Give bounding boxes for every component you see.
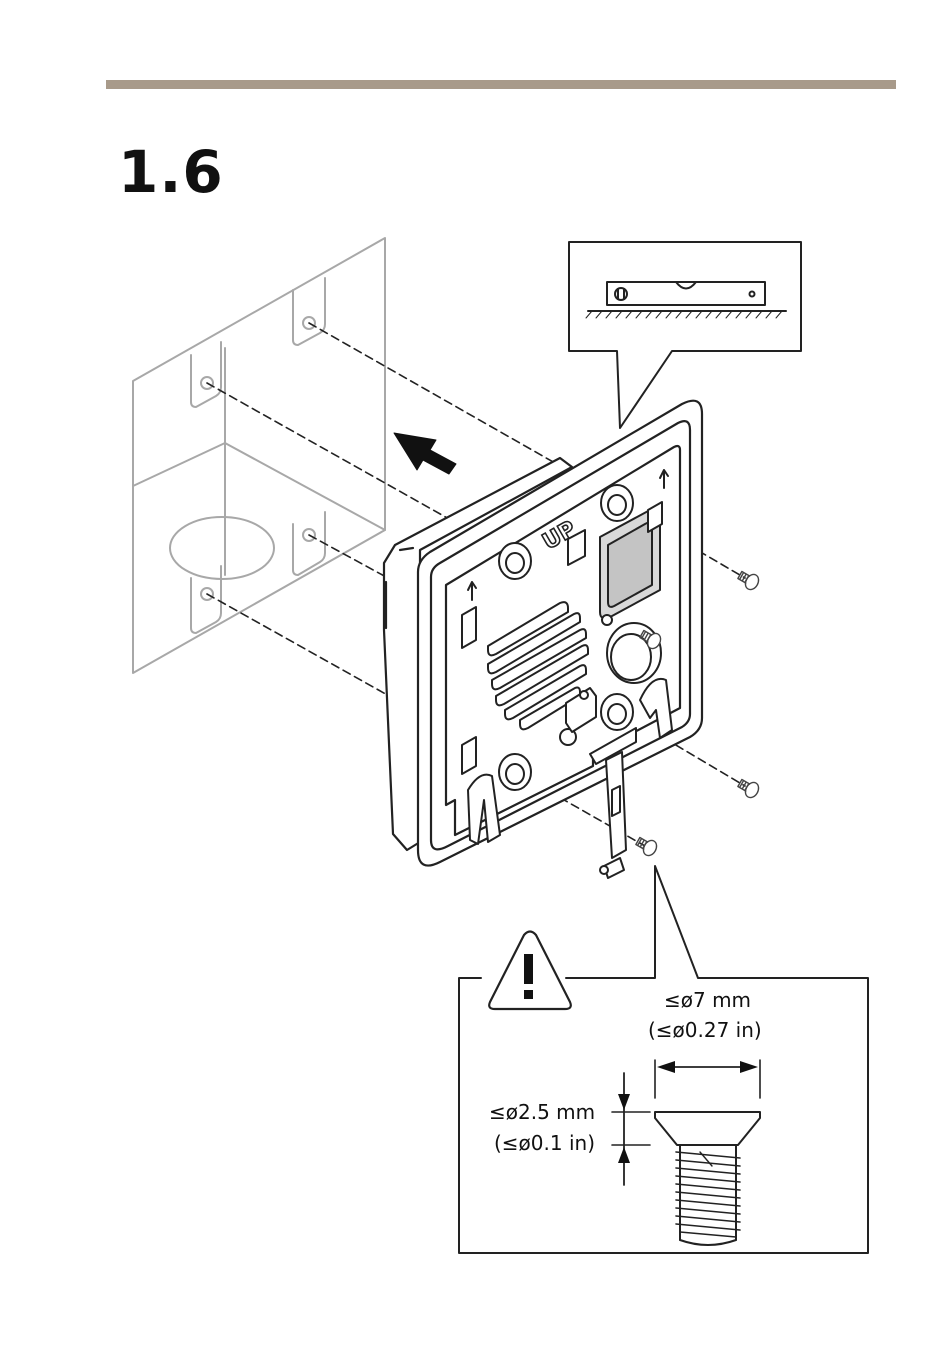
wall-box <box>133 238 385 673</box>
warning-icon <box>489 932 571 1010</box>
level-callout <box>569 242 801 428</box>
arrow-icon <box>394 433 456 474</box>
head-diameter-in-label: (≤ø0.27 in) <box>648 1018 762 1042</box>
screw-icon <box>655 1112 760 1245</box>
head-height-mm-label: ≤ø2.5 mm <box>489 1100 595 1124</box>
screw-spec-callout <box>459 866 868 1253</box>
head-diameter-mm-label: ≤ø7 mm <box>664 988 751 1012</box>
head-height-in-label: (≤ø0.1 in) <box>494 1131 595 1155</box>
